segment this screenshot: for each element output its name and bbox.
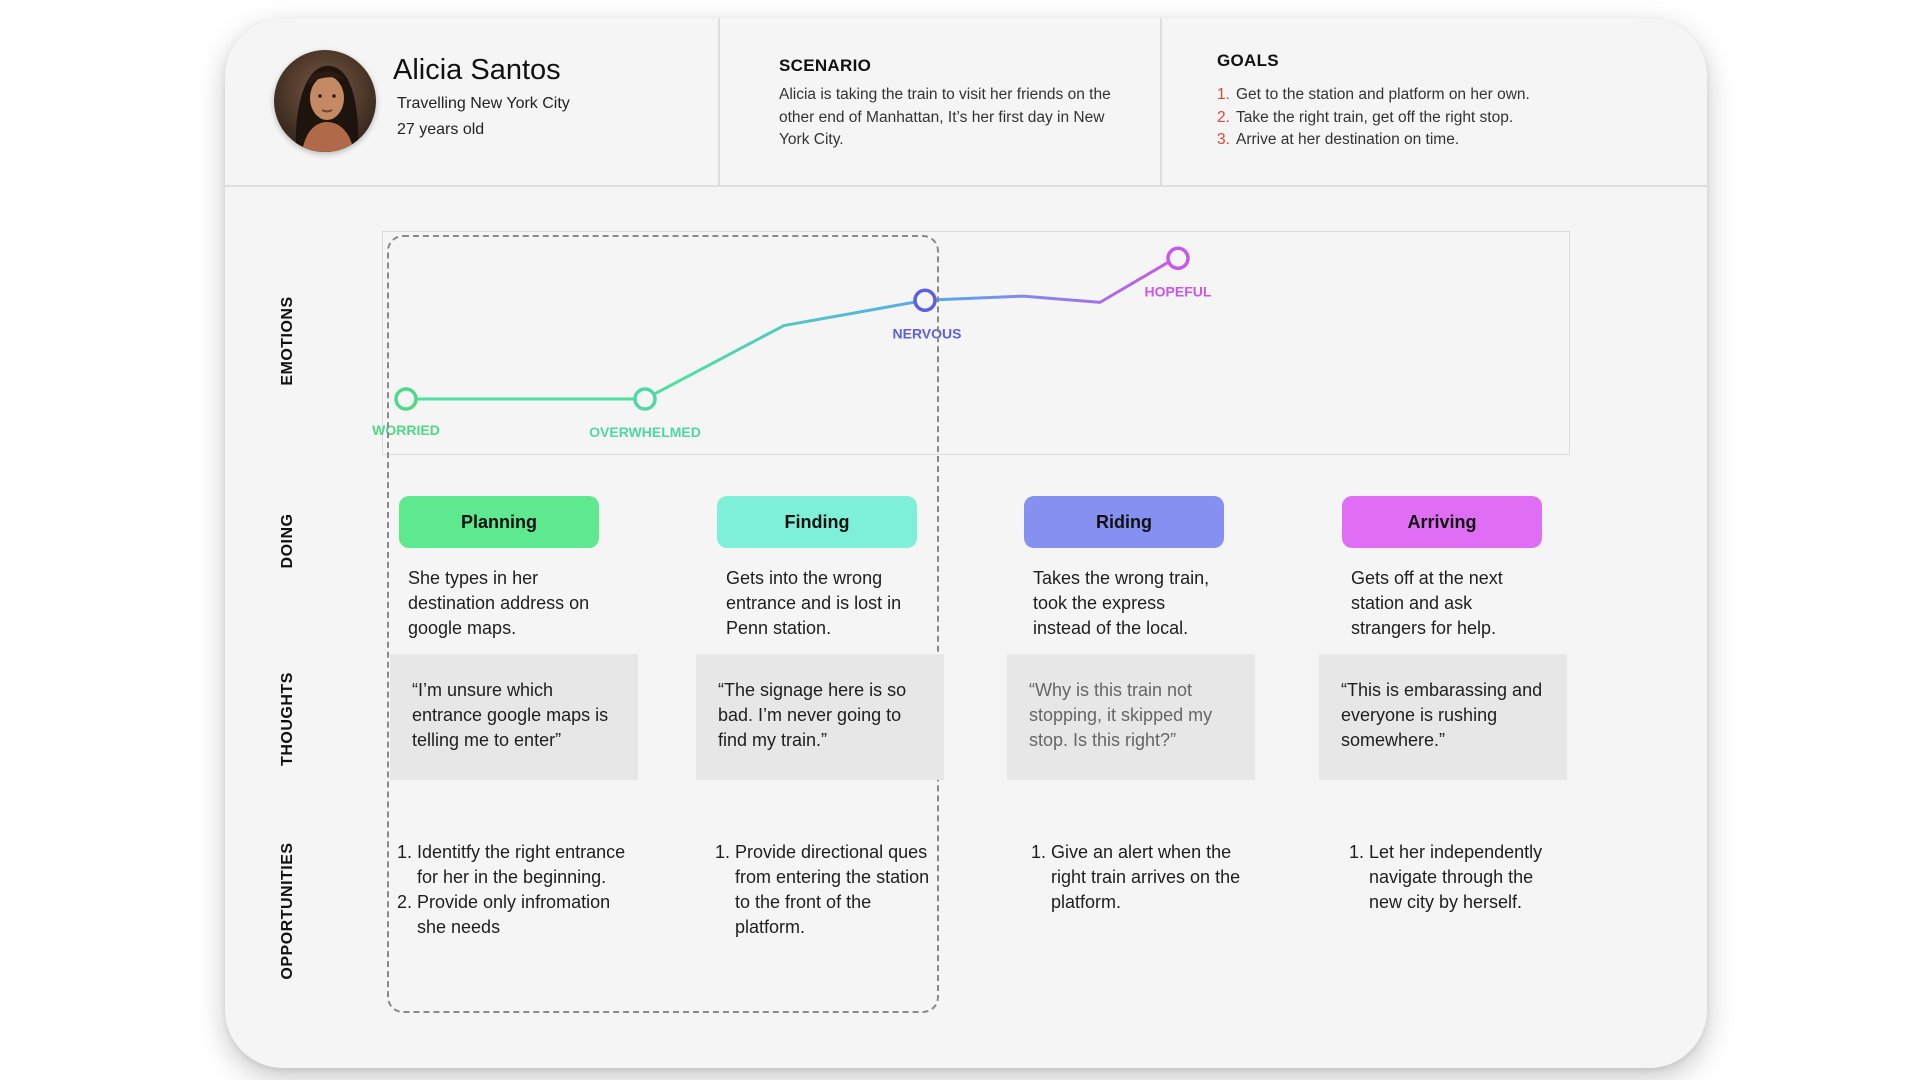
opportunities-list: 1.Provide directional ques from entering… — [715, 840, 935, 940]
header-divider — [718, 18, 720, 185]
highlight-region — [387, 235, 939, 1013]
persona-location: Travelling New York City — [397, 95, 570, 112]
opportunity-item: 2.Provide only infromation she needs — [397, 892, 611, 937]
opportunity-item: 1.Provide directional ques from entering… — [715, 842, 930, 937]
thought-bubble: “I’m unsure which entrance google maps i… — [390, 654, 638, 780]
opportunities-list: 1.Identitfy the right entrance for her i… — [397, 840, 627, 940]
emotions-chart-area — [382, 231, 1570, 455]
emotion-label: HOPEFUL — [1145, 283, 1212, 299]
stage-riding-button[interactable]: Riding — [1024, 496, 1224, 548]
opportunity-item: 1.Identitfy the right entrance for her i… — [397, 842, 626, 887]
opportunity-item: 1.Give an alert when the right train arr… — [1031, 842, 1241, 912]
thought-bubble: “This is embarassing and everyone is rus… — [1319, 654, 1567, 780]
stage-finding-button[interactable]: Finding — [717, 496, 917, 548]
thought-bubble: “The signage here is so bad. I’m never g… — [696, 654, 944, 780]
goals-list: 1.Get to the station and platform on her… — [1217, 84, 1530, 152]
goal-item: 3.Arrive at her destination on time. — [1217, 131, 1460, 148]
scenario-title: SCENARIO — [779, 56, 872, 75]
goals-title: GOALS — [1217, 51, 1279, 70]
persona-avatar — [274, 50, 376, 152]
emotion-point — [633, 387, 657, 411]
stage-planning-button[interactable]: Planning — [399, 496, 599, 548]
emotion-point — [913, 288, 937, 313]
doing-text: Gets off at the next station and ask str… — [1351, 568, 1503, 638]
persona-header: Alicia Santos Travelling New York City 2… — [225, 18, 1707, 187]
doing-text: Gets into the wrong entrance and is lost… — [726, 568, 902, 638]
emotions-chart: WORRIED OVERWHELMED NERVOUS HOPEFUL — [372, 246, 1212, 440]
persona-name: Alicia Santos — [393, 54, 561, 86]
doing-text: Takes the wrong train, took the express … — [1033, 568, 1210, 638]
scenario-text: Alicia is taking the train to visit her … — [779, 86, 1111, 148]
thought-bubble: “Why is this train not stopping, it skip… — [1007, 654, 1255, 780]
emotion-point — [1166, 246, 1190, 271]
emotion-label: OVERWHELMED — [589, 424, 701, 440]
opportunities-list: 1.Let her independently navigate through… — [1349, 840, 1569, 915]
opportunities-list: 1.Give an alert when the right train arr… — [1031, 840, 1241, 915]
stage-arriving-button[interactable]: Arriving — [1342, 496, 1542, 548]
emotion-label: WORRIED — [372, 422, 440, 438]
persona-age: 27 years old — [397, 121, 485, 138]
header-divider — [1160, 18, 1162, 185]
goal-item: 1.Get to the station and platform on her… — [1217, 86, 1530, 103]
emotion-point — [394, 387, 418, 411]
emotion-label: NERVOUS — [893, 325, 962, 341]
journey-map-card: Alicia Santos Travelling New York City 2… — [225, 18, 1707, 1068]
doing-text: She types in her destination address on … — [408, 568, 590, 638]
goal-item: 2.Take the right train, get off the righ… — [1217, 108, 1514, 126]
opportunity-item: 1.Let her independently navigate through… — [1349, 842, 1543, 912]
avatar-image — [274, 50, 376, 152]
